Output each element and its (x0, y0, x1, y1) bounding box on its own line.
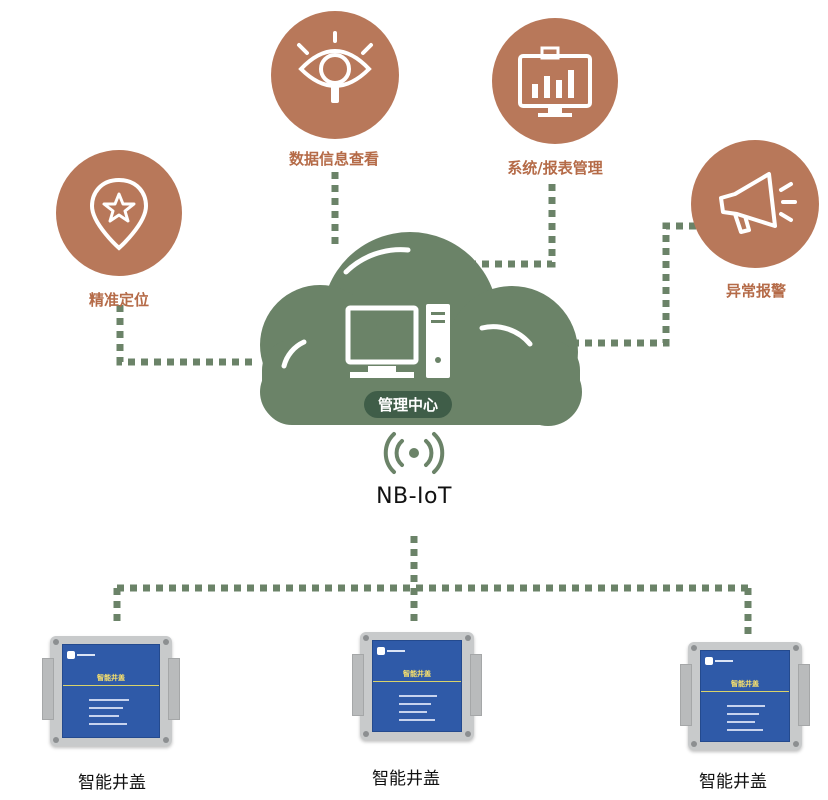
device-panel-title: 智能井盖 (373, 667, 461, 682)
wireless-signal-icon (383, 432, 445, 474)
protocol-label: NB-IoT (376, 484, 452, 509)
device-logo-icon (67, 651, 75, 659)
device-panel-title: 智能井盖 (63, 671, 159, 686)
eye-magnifier-icon (297, 31, 373, 103)
management-center-label: 管理中心 (363, 391, 453, 418)
node-alarm-label: 异常报警 (725, 282, 787, 300)
computer-icon (345, 304, 450, 378)
device-logo-icon (377, 647, 385, 655)
smart-manhole-device-3: 智能井盖 (680, 642, 810, 750)
connector-report (472, 184, 556, 268)
device-logo-icon (705, 657, 713, 665)
node-alarm (691, 140, 819, 268)
device-panel-title: 智能井盖 (701, 677, 789, 692)
cloud-highlight-arc (479, 324, 533, 347)
smart-manhole-device-2: 智能井盖 (352, 632, 482, 740)
node-data-view-label: 数据信息查看 (288, 150, 380, 168)
cloud-highlight-arc (281, 339, 307, 369)
connector-location (116, 305, 252, 366)
node-report-management (492, 18, 618, 144)
megaphone-icon (719, 172, 797, 234)
monitor-chart-icon (518, 46, 592, 117)
node-precise-location-label: 精准定位 (88, 291, 150, 309)
smart-manhole-device-1: 智能井盖 (42, 636, 180, 746)
location-star-icon (89, 177, 149, 251)
connector-alarm (558, 222, 696, 347)
node-precise-location (56, 150, 182, 276)
node-report-management-label: 系统/报表管理 (507, 159, 603, 177)
device-1-label: 智能井盖 (78, 773, 146, 793)
cloud-highlight-arc (343, 247, 411, 275)
device-2-label: 智能井盖 (372, 769, 440, 789)
device-3-label: 智能井盖 (699, 772, 767, 792)
node-data-view (271, 11, 399, 139)
